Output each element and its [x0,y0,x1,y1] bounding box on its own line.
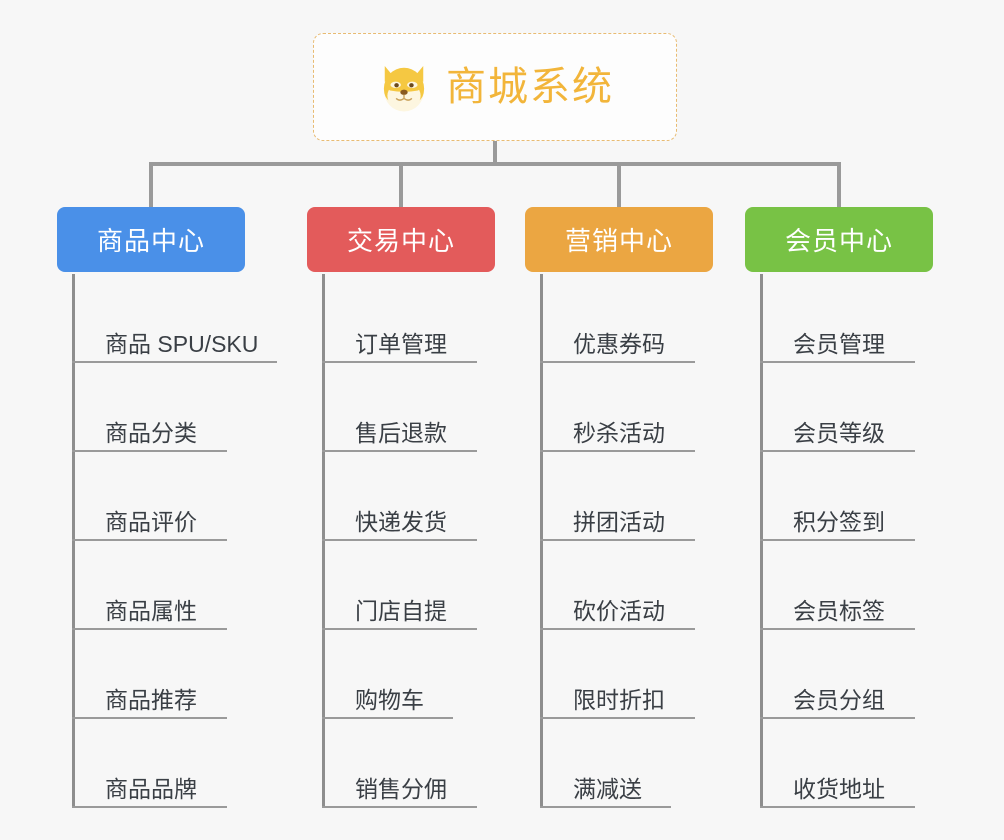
branch-spine-1 [72,274,75,808]
branch-header-label: 交易中心 [346,226,455,256]
branch-item-label: 收货地址 [793,775,885,802]
branch-header-label: 商品中心 [96,226,205,256]
branch-item[interactable]: 商品 SPU/SKU [72,274,282,363]
branch-item[interactable]: 门店自提 [322,541,532,630]
branch-item[interactable]: 砍价活动 [540,541,750,630]
branch-item-label: 满减送 [573,775,642,802]
branch-item-rule [72,361,277,363]
branch-item-rule [760,539,915,541]
branch-item-label: 商品属性 [105,597,197,624]
branch-item-label: 限时折扣 [573,686,665,713]
root-title: 商城系统 [446,65,614,109]
branch-header-3[interactable]: 营销中心 [525,207,713,272]
branch-item-label: 订单管理 [355,330,447,357]
branch-header-label: 营销中心 [564,226,673,256]
branch-item-label: 购物车 [355,686,424,713]
branch-item-rule [540,806,671,808]
branch-item-rule [322,806,477,808]
branch-item-rule [322,628,477,630]
branch-item-label: 会员标签 [793,597,885,624]
connector-root-stem [493,141,497,164]
branch-item[interactable]: 积分签到 [760,452,970,541]
branch-item-label: 商品 SPU/SKU [105,330,259,357]
branch-item-rule [72,717,227,719]
branch-item[interactable]: 商品评价 [72,452,282,541]
branch-item-label: 会员等级 [793,419,885,446]
branch-item[interactable]: 优惠券码 [540,274,750,363]
branch-item-label: 商品品牌 [105,775,197,802]
branch-spine-3 [540,274,543,808]
branch-item-label: 商品分类 [105,419,197,446]
connector-drop-4 [837,162,841,208]
branch-item-rule [760,628,915,630]
branch-item-label: 积分签到 [793,508,885,535]
branch-item-rule [540,628,695,630]
branch-header-1[interactable]: 商品中心 [57,207,245,272]
connector-horizontal-bus [149,162,841,166]
branch-item-label: 砍价活动 [573,597,665,624]
branch-item[interactable]: 商品推荐 [72,630,282,719]
connector-drop-1 [149,162,153,208]
branch-item[interactable]: 满减送 [540,719,750,808]
branch-item-label: 商品评价 [105,508,197,535]
branch-item[interactable]: 销售分佣 [322,719,532,808]
branch-item-label: 快递发货 [355,508,447,535]
branch-item-rule [322,361,477,363]
branch-item[interactable]: 快递发货 [322,452,532,541]
branch-item-list-1: 商品 SPU/SKU 商品分类商品评价商品属性商品推荐商品品牌 [72,274,282,808]
branch-item[interactable]: 收货地址 [760,719,970,808]
branch-item-label: 门店自提 [355,597,447,624]
branch-spine-2 [322,274,325,808]
branch-item-rule [760,806,915,808]
branch-header-4[interactable]: 会员中心 [745,207,933,272]
branch-item[interactable]: 会员标签 [760,541,970,630]
branch-item-rule [72,450,227,452]
branch-header-label: 会员中心 [784,226,893,256]
branch-item[interactable]: 秒杀活动 [540,363,750,452]
branch-item[interactable]: 会员管理 [760,274,970,363]
shiba-dog-icon [376,59,432,115]
branch-item-list-4: 会员管理会员等级积分签到会员标签会员分组收货地址 [760,274,970,808]
branch-item-rule [760,717,915,719]
branch-item[interactable]: 拼团活动 [540,452,750,541]
branch-item[interactable]: 订单管理 [322,274,532,363]
branch-spine-4 [760,274,763,808]
branch-item-rule [322,717,453,719]
branch-item-rule [540,450,695,452]
branch-item-list-3: 优惠券码秒杀活动拼团活动砍价活动限时折扣满减送 [540,274,750,808]
branch-item-label: 拼团活动 [573,508,665,535]
branch-item[interactable]: 商品属性 [72,541,282,630]
branch-item-label: 售后退款 [355,419,447,446]
branch-item[interactable]: 售后退款 [322,363,532,452]
branch-item[interactable]: 商品分类 [72,363,282,452]
branch-item[interactable]: 限时折扣 [540,630,750,719]
connector-drop-3 [617,162,621,208]
branch-item-rule [540,539,695,541]
branch-item-rule [760,361,915,363]
branch-item-rule [540,361,695,363]
branch-item[interactable]: 购物车 [322,630,532,719]
branch-item-label: 会员管理 [793,330,885,357]
branch-header-2[interactable]: 交易中心 [307,207,495,272]
branch-item-rule [322,539,477,541]
branch-item-rule [72,539,227,541]
connector-drop-2 [399,162,403,208]
branch-item-label: 销售分佣 [355,775,447,802]
branch-item[interactable]: 会员分组 [760,630,970,719]
branch-item-rule [322,450,477,452]
branch-item-rule [540,717,695,719]
branch-item[interactable]: 商品品牌 [72,719,282,808]
branch-item-label: 会员分组 [793,686,885,713]
branch-item-label: 优惠券码 [573,330,665,357]
branch-item-rule [72,806,227,808]
branch-item-rule [72,628,227,630]
root-node[interactable]: 商城系统 [313,33,677,141]
branch-item-label: 秒杀活动 [573,419,665,446]
branch-item-label: 商品推荐 [105,686,197,713]
branch-item[interactable]: 会员等级 [760,363,970,452]
branch-item-list-2: 订单管理售后退款快递发货门店自提购物车销售分佣 [322,274,532,808]
branch-item-rule [760,450,915,452]
